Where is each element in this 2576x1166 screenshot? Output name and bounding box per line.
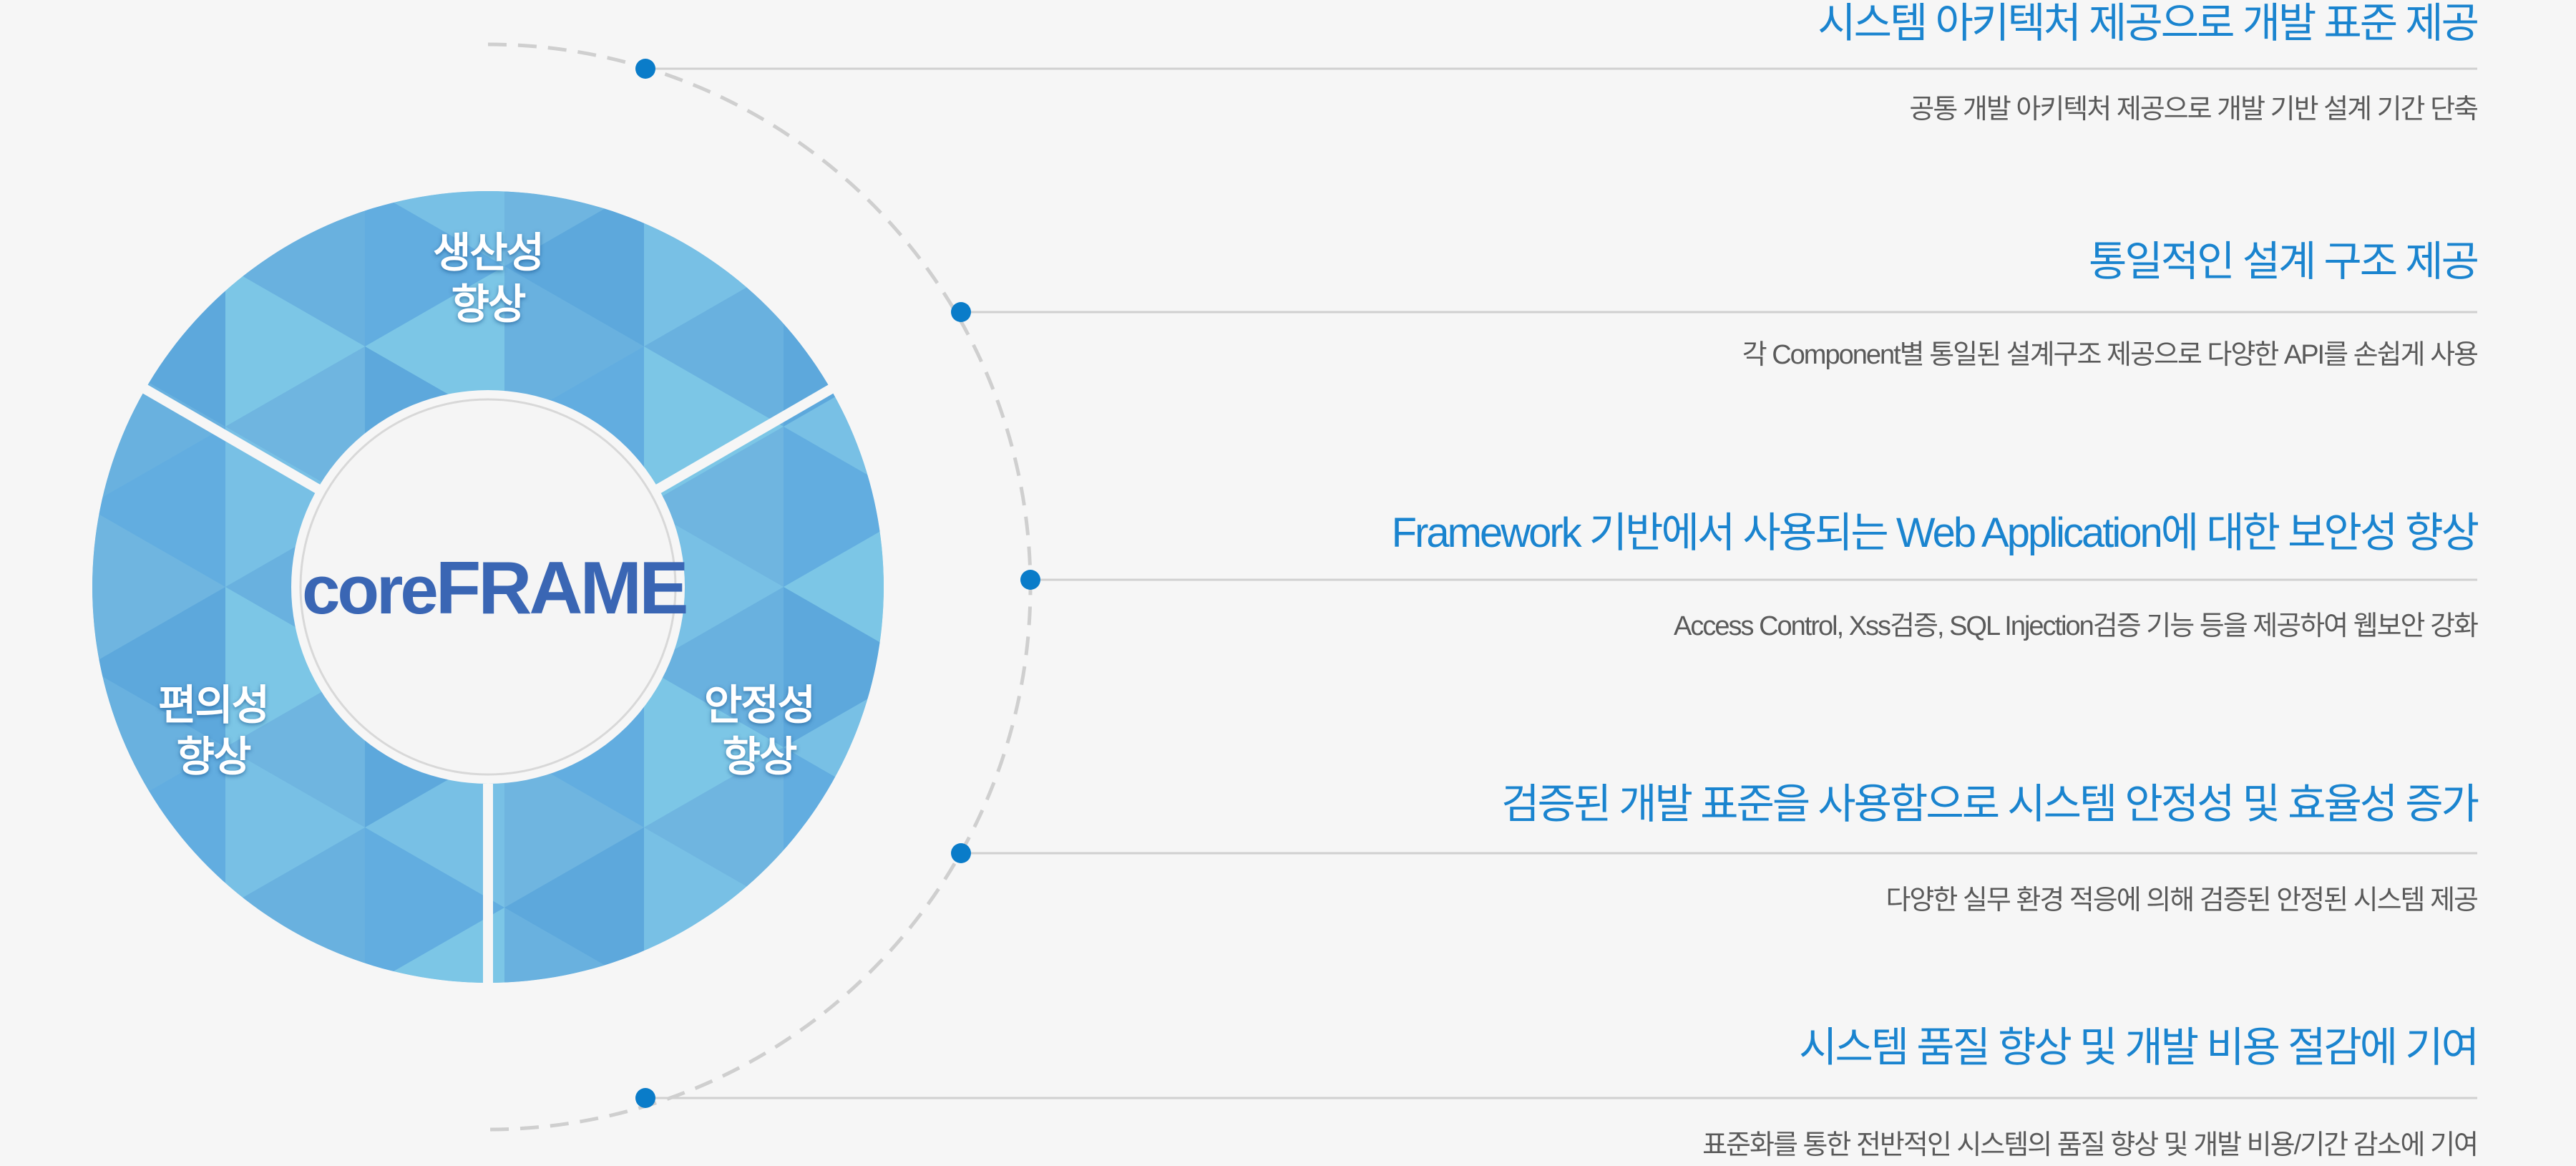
pattern-triangle bbox=[504, 827, 644, 983]
pattern-triangle bbox=[923, 26, 1063, 186]
pattern-triangle bbox=[504, 191, 644, 346]
feature-description: 표준화를 통한 전반적인 시스템의 품질 향상 및 개발 비용/기간 감소에 기… bbox=[1702, 1130, 2479, 1160]
pattern-triangle bbox=[225, 427, 365, 587]
pattern-triangle bbox=[504, 191, 644, 266]
pattern-triangle bbox=[644, 667, 784, 827]
segment-label-line1: 생산성 bbox=[432, 230, 545, 276]
feature-title: 시스템 아키텍처 제공으로 개발 표준 제공 bbox=[1818, 0, 2479, 47]
pattern-triangle bbox=[504, 908, 644, 983]
feature-title: 검증된 개발 표준을 사용함으로 시스템 안정성 및 효율성 증가 bbox=[1501, 781, 2479, 827]
feature-description: 공통 개발 아키텍처 제공으로 개발 기반 설계 기간 단축 bbox=[1909, 94, 2479, 125]
segment-label-line1: 편의성 bbox=[157, 682, 270, 729]
pattern-triangle bbox=[92, 908, 225, 983]
pattern-triangle bbox=[923, 587, 1063, 747]
segment-label-line2: 향상 bbox=[176, 734, 252, 780]
pattern-triangle bbox=[365, 26, 504, 186]
pattern-triangle bbox=[225, 191, 365, 346]
pattern-triangle bbox=[923, 427, 1063, 587]
pattern-triangle bbox=[365, 827, 504, 983]
pattern-triangle bbox=[644, 266, 784, 427]
pattern-triangle bbox=[644, 747, 784, 908]
pattern-triangle bbox=[225, 747, 365, 908]
pattern-triangle bbox=[644, 587, 784, 747]
pattern-triangle bbox=[923, 908, 1063, 1068]
pattern-triangle bbox=[92, 507, 225, 667]
pattern-triangle bbox=[644, 427, 784, 587]
segment-dividers bbox=[142, 384, 834, 988]
orbit-dot bbox=[635, 1088, 655, 1108]
segment-label-line2: 향상 bbox=[451, 281, 527, 328]
pattern-triangle bbox=[784, 427, 884, 587]
pattern-triangle bbox=[225, 587, 365, 747]
feature-title: 통일적인 설계 구조 제공 bbox=[2089, 238, 2479, 285]
feature-title: Framework 기반에서 사용되는 Web Application에 대한 … bbox=[1391, 510, 2479, 556]
pattern-triangle bbox=[225, 266, 365, 427]
pattern-triangle bbox=[504, 747, 644, 908]
feature-description: 다양한 실무 환경 적응에 의해 검증된 안정된 시스템 제공 bbox=[1885, 885, 2479, 915]
segment-label-line1: 안정성 bbox=[703, 682, 816, 729]
orbit-dot bbox=[951, 843, 971, 863]
pattern-triangle bbox=[644, 346, 784, 507]
pattern-triangle bbox=[923, 106, 1063, 266]
pattern-triangle bbox=[923, 186, 1063, 346]
pattern-triangle bbox=[923, 266, 1063, 427]
pattern-triangle bbox=[225, 827, 365, 983]
pattern-triangle bbox=[86, 26, 225, 186]
pattern-triangle bbox=[784, 587, 884, 747]
pattern-triangle bbox=[784, 507, 884, 667]
pattern-triangle bbox=[923, 667, 1063, 827]
pattern-triangle bbox=[225, 346, 365, 507]
feature-description: 각 Component별 통일된 설계구조 제공으로 다양한 API를 손쉽게 … bbox=[1742, 340, 2479, 370]
pattern-triangle bbox=[923, 507, 1063, 667]
orbit-dot bbox=[1020, 570, 1040, 590]
pattern-triangle bbox=[225, 667, 365, 827]
logo-suffix: FRAME bbox=[435, 547, 689, 630]
pattern-triangle bbox=[92, 191, 225, 266]
orbit-dot bbox=[951, 302, 971, 322]
pattern-triangle bbox=[644, 26, 784, 186]
feature-connectors bbox=[635, 59, 2477, 1108]
orbit-dot bbox=[635, 59, 655, 79]
pattern-triangle bbox=[365, 191, 504, 266]
pattern-triangle bbox=[92, 587, 225, 747]
pattern-triangle bbox=[923, 747, 1063, 908]
pattern-triangle bbox=[504, 266, 644, 427]
pattern-triangle bbox=[365, 191, 504, 346]
segment-label-line2: 향상 bbox=[722, 734, 798, 780]
pattern-triangle bbox=[365, 908, 504, 983]
pattern-triangle bbox=[923, 346, 1063, 507]
pattern-triangle bbox=[365, 747, 504, 908]
pattern-triangle bbox=[784, 827, 884, 983]
logo-prefix: core bbox=[302, 552, 439, 628]
feature-description: Access Control, Xss검증, SQL Injection검증 기… bbox=[1674, 611, 2479, 641]
pattern-triangle bbox=[923, 827, 1063, 988]
feature-title: 시스템 품질 향상 및 개발 비용 절감에 기여 bbox=[1799, 1024, 2479, 1071]
pattern-triangle bbox=[92, 427, 225, 587]
coreframe-logo: coreFRAME bbox=[302, 551, 689, 628]
pattern-triangle bbox=[365, 266, 504, 427]
pattern-triangle bbox=[784, 191, 884, 346]
